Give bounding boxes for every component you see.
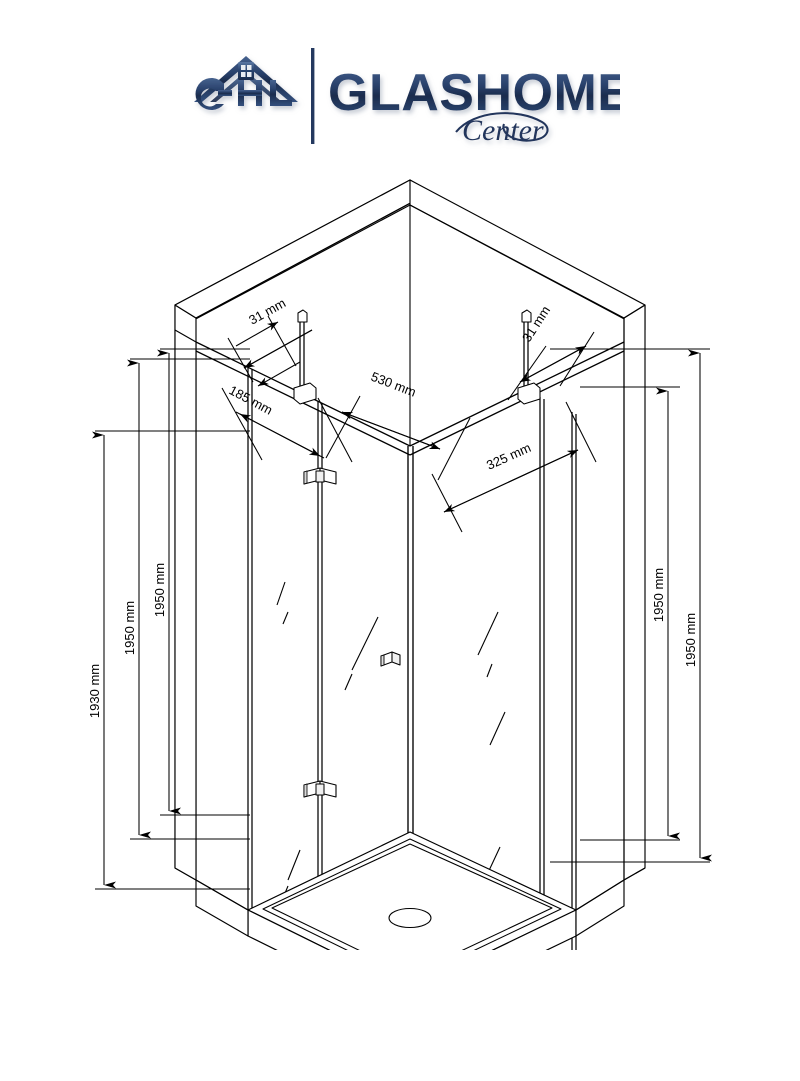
dim-31mm-left-arrows bbox=[235, 321, 301, 387]
dim-label-325mm: 325 mm bbox=[484, 440, 533, 473]
dim-label-1950mm-left-outer: 1950 mm bbox=[122, 601, 137, 655]
right-wall-panel bbox=[409, 179, 646, 881]
drain-outlet bbox=[388, 907, 432, 929]
dim-label-1950mm-right-outer: 1950 mm bbox=[683, 613, 698, 667]
dim-31mm-right bbox=[507, 331, 595, 401]
dim-label-1930mm: 1930 mm bbox=[87, 664, 102, 718]
left-wall-panel bbox=[174, 179, 432, 881]
logo-monogram-icon bbox=[194, 56, 298, 111]
dim-label-1950mm-right-inner: 1950 mm bbox=[651, 568, 666, 622]
dim-185mm bbox=[221, 387, 353, 463]
logo-script-center: Center bbox=[455, 112, 549, 147]
shower-enclosure-drawing: 31 mm 185 mm 530 mm 31 mm 325 mm 1930 mm… bbox=[0, 150, 800, 950]
logo-divider bbox=[311, 48, 315, 144]
company-logo: GLASHOME Center bbox=[180, 40, 620, 150]
right-glass-panel bbox=[539, 397, 577, 950]
upper-hinge bbox=[303, 467, 337, 485]
dim-label-31mm-left: 31 mm bbox=[246, 295, 288, 327]
shower-tray bbox=[195, 831, 625, 950]
lower-hinge bbox=[303, 780, 337, 798]
door-handle bbox=[380, 651, 401, 667]
dim-530mm bbox=[325, 395, 471, 481]
logo-wordmark: GLASHOME bbox=[328, 64, 620, 122]
dim-325mm bbox=[431, 401, 597, 533]
left-stabilizer-bar bbox=[293, 309, 317, 405]
dim-label-1950mm-left-inner: 1950 mm bbox=[152, 563, 167, 617]
enclosure-top-rails bbox=[195, 205, 625, 456]
dim-label-185mm: 185 mm bbox=[227, 382, 276, 417]
dim-label-530mm: 530 mm bbox=[369, 369, 418, 400]
